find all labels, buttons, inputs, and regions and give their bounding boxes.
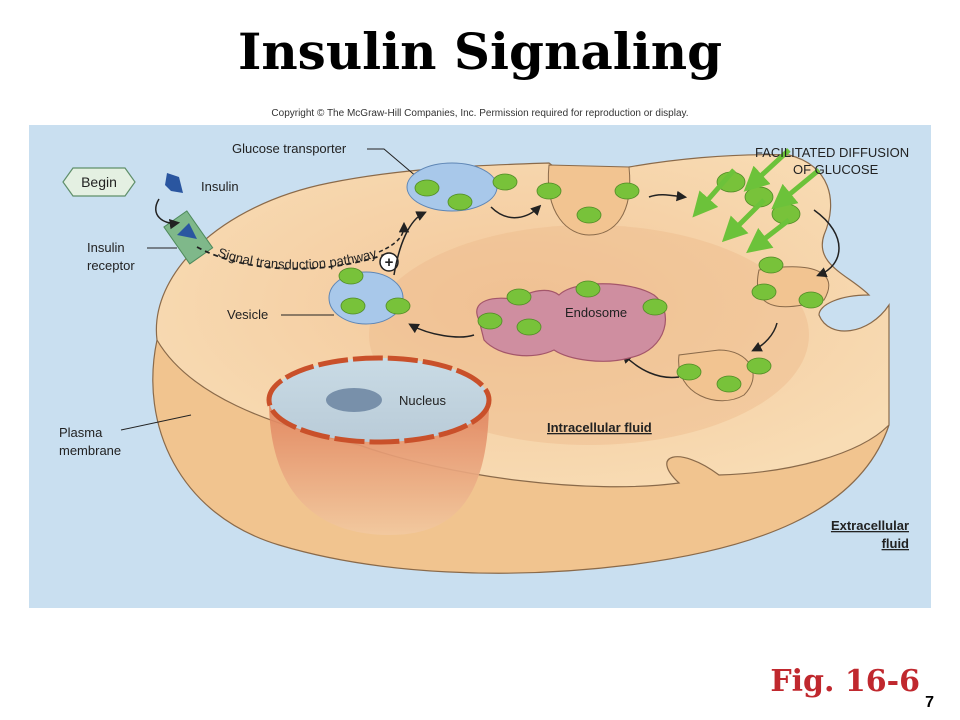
transporter-dot (576, 206, 602, 224)
transporter-dot (614, 182, 640, 200)
transporter-dot (746, 357, 772, 375)
begin-label: Begin (81, 174, 117, 190)
transporter-dot (385, 297, 411, 315)
plus-sign: + (385, 254, 394, 271)
transporter-dot (516, 318, 542, 336)
arrow-pocket-to-right (648, 190, 688, 202)
glucose-diffusion-arrows (692, 148, 821, 254)
transporter-dot (340, 297, 366, 315)
transporter-dot (575, 280, 601, 298)
figure-reference: Fig. 16-6 (770, 664, 920, 699)
nucleus-label: Nucleus (399, 393, 446, 408)
extracellular-fluid-label-line-1: Extracellular (831, 518, 909, 533)
cell-side-lower-edge (152, 339, 890, 574)
endosome-label: Endosome (565, 305, 627, 320)
page-number: 7 (925, 694, 934, 711)
arrow-down-right (751, 322, 778, 352)
transporter-dot (506, 288, 532, 306)
transporter-dot (798, 291, 824, 309)
transporter-dot (338, 267, 364, 285)
signal-arrow-head (378, 221, 410, 253)
plasma-membrane-label-line-2: membrane (59, 443, 121, 458)
transporter-dot (447, 193, 473, 211)
plasma-membrane-label-line-1: Plasma (59, 425, 103, 440)
free-insulin-icon (165, 173, 183, 193)
glucose-transporter-label: Glucose transporter (232, 141, 347, 156)
intracellular-fluid-label: Intracellular fluid (547, 420, 652, 435)
nucleus-rim (266, 355, 492, 445)
arrow-vesicle-to-membrane (393, 211, 427, 276)
transporter-dot (758, 256, 784, 274)
arrow-to-lower-pocket (813, 209, 840, 278)
signal-transduction-path (196, 246, 390, 270)
glucose-arrow (771, 168, 821, 210)
glucose-arrow (721, 198, 766, 243)
plus-icon (379, 252, 399, 272)
transporter-dot (676, 363, 702, 381)
insulin-label: Insulin (201, 179, 239, 194)
nucleolus (326, 388, 382, 412)
transporter-dot (477, 312, 503, 330)
transporter-dot (642, 298, 668, 316)
facilitated-diffusion-line-2: OF GLUCOSE (793, 162, 879, 177)
receptor-label-line-1: Insulin (87, 240, 125, 255)
vesicle-label: Vesicle (227, 307, 268, 322)
bound-insulin-icon (177, 223, 197, 239)
transporter-dot (492, 173, 518, 191)
transporter-dot (751, 283, 777, 301)
insulin-binding-arrow (155, 198, 181, 230)
glucose-arrow (743, 148, 791, 192)
glucose-arrow (746, 218, 791, 254)
arrow-endosome-to-vesicle (408, 323, 475, 338)
plasma-membrane-leader (120, 414, 192, 431)
page-title: Insulin Signaling (237, 22, 723, 81)
insulin-signaling-diagram: Nucleus Begin Insulin Insulin receptor V… (29, 125, 931, 608)
begin-badge (62, 167, 136, 197)
transporter-dot (414, 179, 440, 197)
transporter-dot (716, 375, 742, 393)
receptor-label-line-2: receptor (87, 258, 135, 273)
facilitated-diffusion-line-1: FACILITATED DIFFUSION (755, 145, 909, 160)
arrow-membrane-to-pocket (490, 204, 542, 219)
extracellular-fluid-label-line-2: fluid (882, 536, 909, 551)
glucose-transporter-leader (367, 148, 425, 184)
glucose-arrow (692, 168, 736, 218)
transporter-dot (536, 182, 562, 200)
copyright-notice: Copyright © The McGraw-Hill Companies, I… (271, 108, 689, 119)
